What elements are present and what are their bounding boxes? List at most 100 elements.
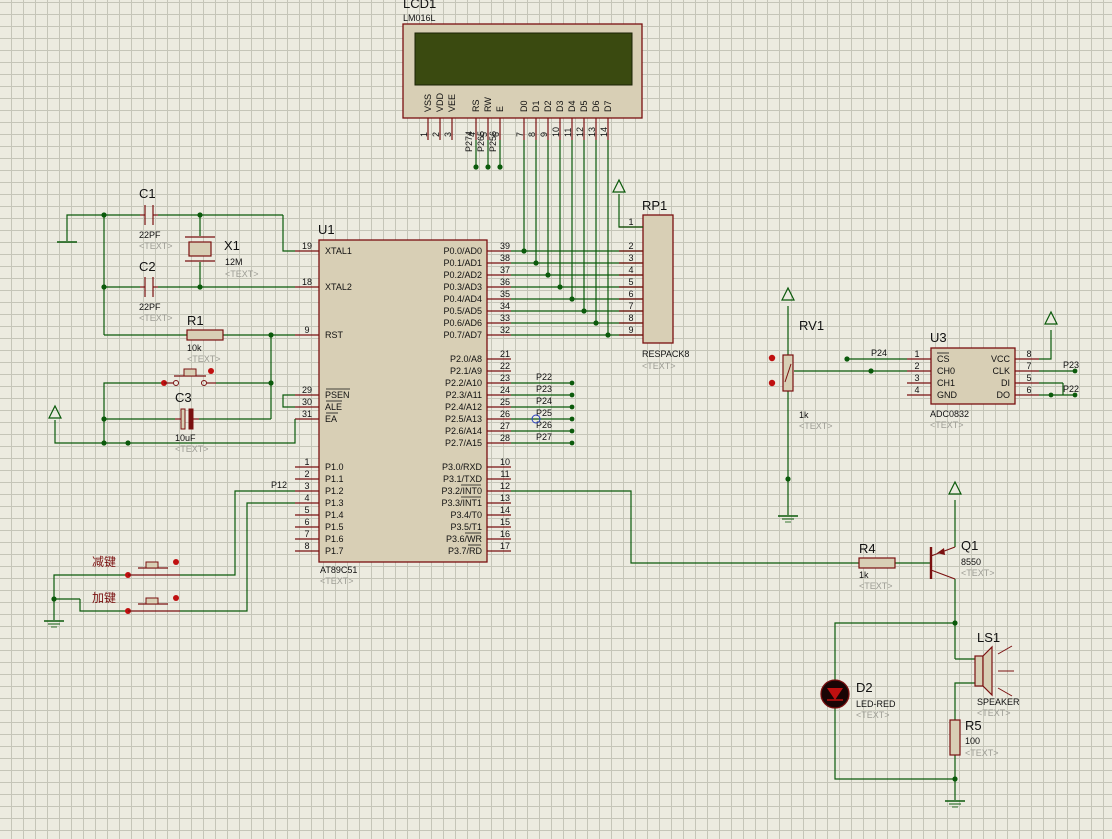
- lcd1-net-0: P274: [464, 131, 474, 152]
- vcc-reset-symbol: [48, 404, 62, 419]
- u1-pin-label: P0.4/AD4: [443, 294, 482, 304]
- minus-button[interactable]: 减键: [92, 555, 180, 578]
- cursor-mark: [531, 414, 541, 424]
- u3-part: ADC0832: [930, 409, 969, 419]
- ls1-speaker[interactable]: LS1 SPEAKER <TEXT>: [974, 630, 1020, 718]
- c1-value: 22PF: [139, 230, 161, 240]
- d2-led[interactable]: D2 LED-RED <TEXT>: [820, 679, 896, 720]
- u1-pin-number: 27: [500, 421, 510, 431]
- c3-value: 10uF: [175, 433, 196, 443]
- c2-capacitor[interactable]: C2 22PF <TEXT>: [139, 259, 173, 323]
- u1-pin-number: 15: [500, 517, 510, 527]
- x1-crystal[interactable]: X1 12M <TEXT>: [185, 236, 259, 279]
- u3-junctions: [1048, 368, 1078, 398]
- reset-button[interactable]: [161, 368, 216, 386]
- lcd1-ctrl-wires: [475, 140, 501, 167]
- u1-ref: U1: [318, 222, 335, 237]
- u1-pin-number: 38: [500, 253, 510, 263]
- p2-net-labels: P22 P23 P24 P25 P26 P27: [536, 372, 552, 442]
- rv1-gnd-symbol: [778, 515, 798, 523]
- u1-pin-number: 17: [500, 541, 510, 551]
- p2-stub-wires: [511, 382, 572, 444]
- u1-pin-label: P1.1: [325, 474, 344, 484]
- ls1-text-tag: <TEXT>: [977, 708, 1011, 718]
- u3-pin-label: CH0: [937, 366, 955, 376]
- u1-pin-number: 3: [304, 481, 309, 491]
- u3-pin-number: 8: [1026, 349, 1031, 359]
- plus-button-label: 加键: [92, 591, 116, 605]
- r5-resistor[interactable]: R5 100 <TEXT>: [949, 718, 999, 758]
- u3-vcc-symbol: [1044, 310, 1058, 325]
- rv1-text-tag: <TEXT>: [799, 421, 833, 431]
- lcd1-pin-label: D2: [543, 100, 553, 112]
- u1-pin-label: P0.7/AD7: [443, 330, 482, 340]
- u1-pin-label: P3.7/RD: [448, 546, 483, 556]
- rp1-ref: RP1: [642, 198, 667, 213]
- u1-pin-label: P2.2/A10: [445, 378, 482, 388]
- u1-pin-number: 18: [302, 277, 312, 287]
- net-p12: P12: [271, 480, 287, 490]
- q1-transistor[interactable]: Q1 8550 <TEXT>: [929, 538, 995, 580]
- lcd1-pin-number: 2: [431, 132, 441, 137]
- lcd1-junction: [473, 164, 479, 170]
- net-p26: P26: [536, 420, 552, 430]
- u1-pin-number: 7: [304, 529, 309, 539]
- buzzer-gnd-symbol: [945, 800, 965, 808]
- r1-resistor[interactable]: R1 10k <TEXT>: [186, 313, 224, 364]
- lcd1[interactable]: LCD1 LM016L <TEXT> VSS1VDD2VEE3RS4RW5E6D…: [402, 0, 643, 140]
- u3-wires: [1039, 330, 1075, 396]
- u1-pin-label: XTAL1: [325, 246, 352, 256]
- u1-pin-label: P3.0/RXD: [442, 462, 483, 472]
- net-p27: P27: [536, 432, 552, 442]
- rv1-potentiometer[interactable]: RV1 1k <TEXT>: [768, 318, 833, 431]
- u1-pin-number: 16: [500, 529, 510, 539]
- lcd1-pin-number: 7: [515, 132, 525, 137]
- u1-pin-label: PSEN: [325, 390, 350, 400]
- u1-overbars: [326, 388, 481, 546]
- r1-ref: R1: [187, 313, 204, 328]
- r5-ref: R5: [965, 718, 982, 733]
- u1-pin-number: 8: [304, 541, 309, 551]
- c3-ref: C3: [175, 390, 192, 405]
- d2-text-tag: <TEXT>: [856, 710, 890, 720]
- r4-resistor[interactable]: R4 1k <TEXT>: [858, 541, 896, 591]
- u1-pin-number: 10: [500, 457, 510, 467]
- x1-value: 12M: [225, 257, 243, 267]
- buzzer-wires: [511, 490, 975, 800]
- lcd1-pin-number: 3: [443, 132, 453, 137]
- lcd1-pin-number: 12: [575, 127, 585, 137]
- lcd1-pins: VSS1VDD2VEE3RS4RW5E6D07D18D29D310D411D51…: [419, 92, 613, 140]
- u1-pin-number: 25: [500, 397, 510, 407]
- u3-pin-number: 7: [1026, 361, 1031, 371]
- u1-pin-label: P0.5/AD5: [443, 306, 482, 316]
- u1-pin-label: ALE: [325, 402, 342, 412]
- r4-ref: R4: [859, 541, 876, 556]
- lcd1-screen: [414, 32, 633, 86]
- lcd1-junction: [485, 164, 491, 170]
- plus-button[interactable]: 加键: [92, 591, 180, 614]
- c3-capacitor[interactable]: C3 10uF <TEXT>: [175, 390, 209, 454]
- u1-pin-label: RST: [325, 330, 344, 340]
- rv1-value: 1k: [799, 410, 809, 420]
- lcd1-pin-label: E: [495, 106, 505, 112]
- net-p23: P23: [536, 384, 552, 394]
- u1-pin-label: P0.2/AD2: [443, 270, 482, 280]
- u3-pin-number: 2: [914, 361, 919, 371]
- lcd1-pin-number: 9: [539, 132, 549, 137]
- net-u3-p22: P22: [1063, 384, 1079, 394]
- p0-bus-wires: [511, 140, 643, 336]
- rp1-text-tag: <TEXT>: [642, 361, 676, 371]
- u3-pin-label: CH1: [937, 378, 955, 388]
- u1-pin-number: 36: [500, 277, 510, 287]
- c1-capacitor[interactable]: C1 22PF <TEXT>: [139, 186, 173, 251]
- button-wires: [53, 490, 295, 620]
- u1-pin-label: P1.7: [325, 546, 344, 556]
- u3-ref: U3: [930, 330, 947, 345]
- lcd1-net-1: P265: [476, 131, 486, 152]
- u1-pin-number: 39: [500, 241, 510, 251]
